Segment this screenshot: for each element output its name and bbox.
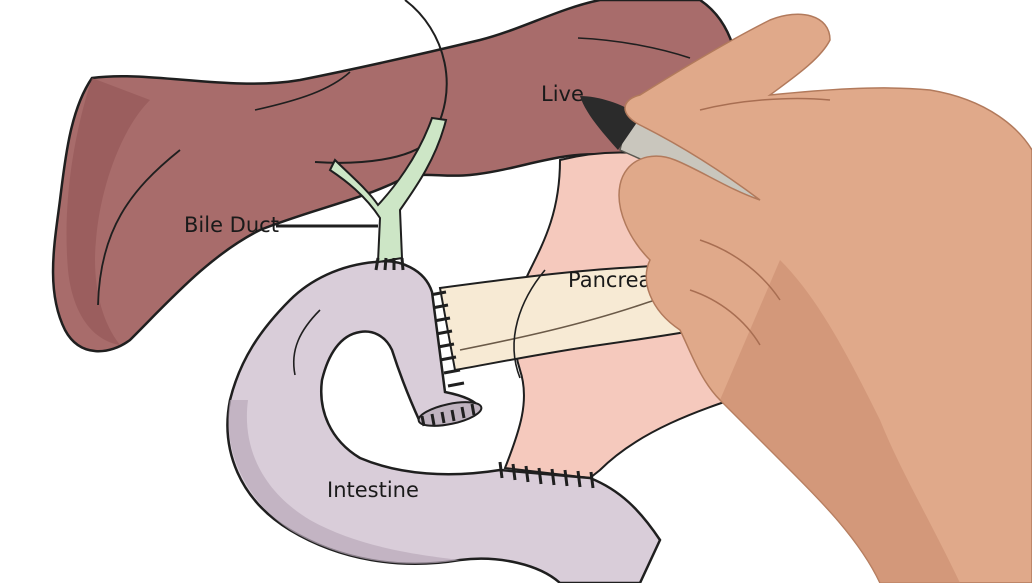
liver-label: Live [541, 82, 584, 106]
bile-duct-shape [328, 116, 448, 264]
liver-detail-line [97, 149, 181, 306]
drawing-hand [580, 13, 1032, 583]
knuckle-line [689, 289, 761, 346]
stomach-sutures [498, 461, 595, 489]
liver-detail-line [577, 37, 691, 59]
bile-duct-label: Bile Duct [184, 213, 279, 237]
intestine [226, 260, 662, 583]
intestine-fold-line [293, 309, 321, 376]
pancreas-edge-line [513, 269, 546, 379]
bile-duct-sutures [374, 257, 405, 271]
intestine-shading [228, 400, 460, 564]
liver-detail-line [254, 71, 351, 111]
intestine-label: Intestine [327, 478, 419, 502]
liver-shading [66, 78, 150, 345]
liver-shape [51, 0, 743, 353]
hand-shadow [720, 260, 960, 583]
pancreas-label: Pancrea [568, 268, 651, 292]
knuckle-line [699, 239, 781, 301]
bile-duct [276, 116, 448, 271]
stoma-sutures [420, 403, 476, 427]
thumb-line [699, 97, 831, 111]
